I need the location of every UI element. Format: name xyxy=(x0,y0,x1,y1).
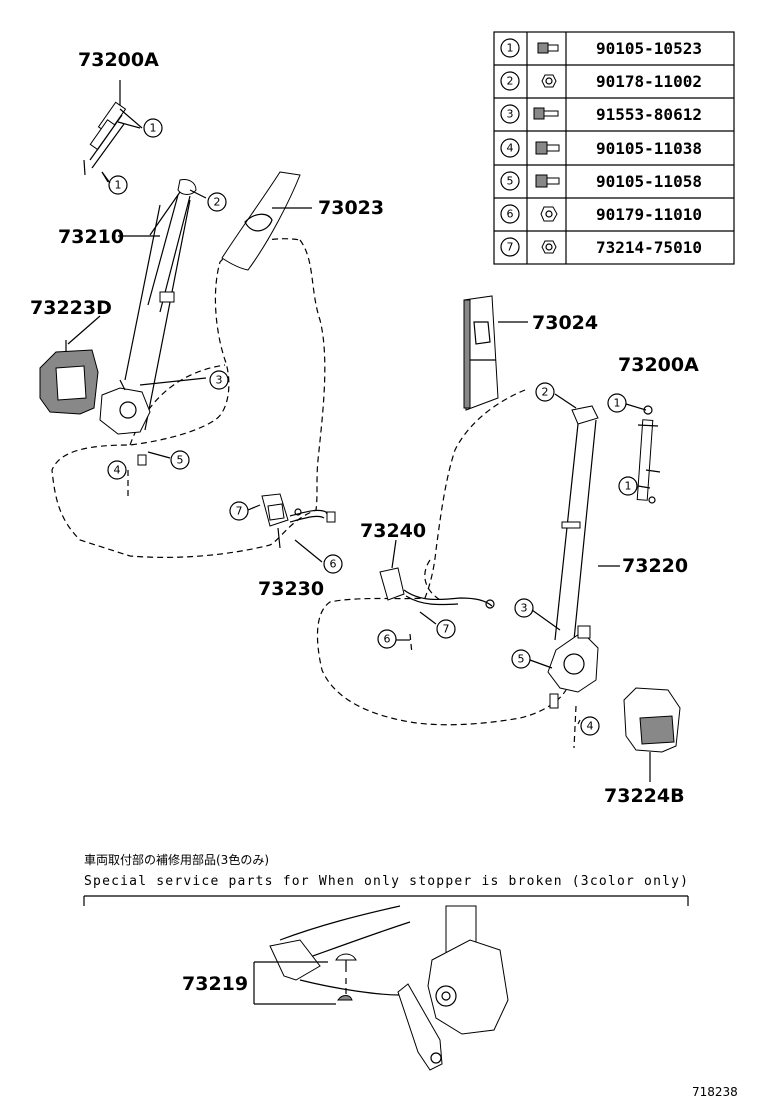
note-bracket xyxy=(83,895,689,906)
label-73024: 73024 xyxy=(532,312,598,334)
svg-text:4: 4 xyxy=(587,720,594,733)
svg-text:6: 6 xyxy=(384,633,391,646)
svg-text:1: 1 xyxy=(614,397,621,410)
callout: 7 xyxy=(229,501,249,521)
svg-text:2: 2 xyxy=(542,386,549,399)
callout: 4 xyxy=(107,460,127,480)
fastener-table: 1 90105-10523 2 90178-11002 3 91553-8061… xyxy=(493,31,735,265)
left-seat-assembly xyxy=(39,80,336,563)
svg-text:1: 1 xyxy=(115,179,122,192)
part-number: 90179-11010 xyxy=(596,205,702,224)
bolt-icon xyxy=(537,42,559,54)
svg-text:1: 1 xyxy=(150,122,157,135)
callout: 1 xyxy=(143,118,163,138)
nut-icon xyxy=(540,206,558,222)
part-number: 90105-10523 xyxy=(596,39,702,58)
callout: 5 xyxy=(170,450,190,470)
bolt-icon xyxy=(533,107,559,120)
buckle-73240 xyxy=(379,539,495,655)
belt-73210 xyxy=(99,179,197,496)
anchor-73200A-right xyxy=(636,405,661,504)
label-73230: 73230 xyxy=(258,578,324,600)
stopper-detail-73219 xyxy=(253,905,509,1071)
table-row: 7 73214-75010 xyxy=(500,237,702,257)
belt-73220 xyxy=(547,405,599,749)
buckle-73230 xyxy=(261,493,336,549)
svg-text:7: 7 xyxy=(443,623,450,636)
svg-text:7: 7 xyxy=(236,505,243,518)
callout: 1 xyxy=(618,476,638,496)
table-row: 6 90179-11010 xyxy=(500,204,702,224)
table-key: 2 xyxy=(507,75,514,88)
table-key: 7 xyxy=(507,241,514,254)
note-japanese: 車両取付部の補修用部品(3色のみ) xyxy=(84,852,269,867)
label-73240: 73240 xyxy=(360,520,426,542)
svg-text:4: 4 xyxy=(114,464,121,477)
part-number: 73214-75010 xyxy=(596,238,702,257)
figure-id: 718238 xyxy=(692,1085,738,1099)
label-73200A-left: 73200A xyxy=(78,49,159,71)
table-row: 1 90105-10523 xyxy=(500,38,702,58)
svg-text:5: 5 xyxy=(518,653,525,666)
cover-73223D xyxy=(39,340,99,415)
bolt-icon xyxy=(535,174,560,188)
pillar-trim-73024 xyxy=(463,295,528,411)
part-number: 90105-11038 xyxy=(596,139,702,158)
table-row: 4 90105-11038 xyxy=(500,138,702,158)
label-73200A-right: 73200A xyxy=(618,354,699,376)
table-key: 4 xyxy=(507,142,514,155)
callout: 3 xyxy=(514,598,534,618)
callout: 5 xyxy=(511,649,531,669)
anchor-73200A-left xyxy=(83,80,141,184)
label-73219: 73219 xyxy=(182,973,248,995)
table-row: 2 90178-11002 xyxy=(500,71,702,91)
nut-icon xyxy=(541,240,557,254)
callout: 4 xyxy=(580,716,600,736)
callout: 3 xyxy=(209,370,229,390)
callout: 6 xyxy=(377,629,397,649)
pillar-trim-73023 xyxy=(221,171,312,271)
table-key: 3 xyxy=(507,108,514,121)
label-73023: 73023 xyxy=(318,197,384,219)
callout: 7 xyxy=(436,619,456,639)
callout: 1 xyxy=(607,393,627,413)
svg-text:3: 3 xyxy=(521,602,528,615)
callout: 2 xyxy=(535,382,555,402)
label-73224B: 73224B xyxy=(604,785,685,807)
label-73210: 73210 xyxy=(58,226,124,248)
label-73223D: 73223D xyxy=(30,297,112,319)
svg-text:2: 2 xyxy=(214,196,221,209)
cover-73224B xyxy=(623,687,681,782)
svg-text:6: 6 xyxy=(330,558,337,571)
callout: 6 xyxy=(323,554,343,574)
note-english: Special service parts for When only stop… xyxy=(84,874,688,889)
part-number: 91553-80612 xyxy=(596,105,702,124)
part-number: 90105-11058 xyxy=(596,172,702,191)
svg-text:5: 5 xyxy=(177,454,184,467)
bolt-icon xyxy=(535,141,560,155)
svg-text:3: 3 xyxy=(216,374,223,387)
right-seat-assembly xyxy=(316,295,681,782)
nut-icon xyxy=(541,74,557,88)
table-key: 6 xyxy=(507,208,514,221)
svg-text:1: 1 xyxy=(625,480,632,493)
label-73220: 73220 xyxy=(622,555,688,577)
table-key: 5 xyxy=(507,175,514,188)
callout: 2 xyxy=(207,192,227,212)
callout: 1 xyxy=(108,175,128,195)
table-row: 5 90105-11058 xyxy=(500,171,702,191)
part-number: 90178-11002 xyxy=(596,72,702,91)
table-row: 3 91553-80612 xyxy=(500,104,702,124)
table-key: 1 xyxy=(507,42,514,55)
